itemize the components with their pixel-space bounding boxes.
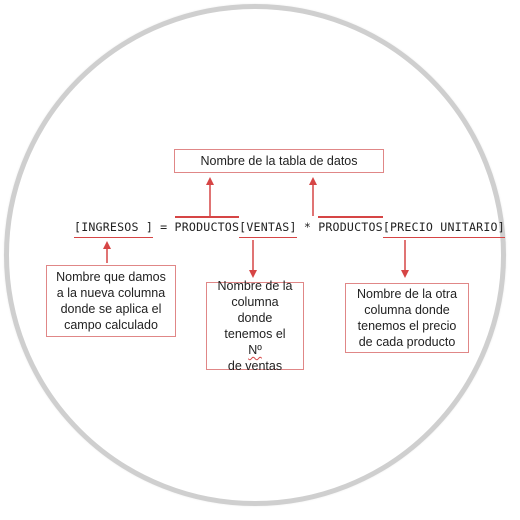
ventas-line-5: de ventas	[227, 359, 283, 373]
formula-bracket-close-2: ]	[289, 220, 297, 234]
ventas-line-4: tenemos el Nº	[217, 326, 292, 358]
formula-equals: =	[153, 220, 175, 234]
formula-ingresos: INGRESOS	[81, 220, 146, 234]
new-column-line-1: Nombre que damos	[56, 270, 166, 284]
formula-table-1: PRODUCTOS	[174, 220, 240, 234]
ventas-line-1: Nombre de la	[217, 279, 293, 293]
precio-line-2: columna donde	[364, 303, 450, 317]
precio-column-box: Nombre de la otra columna donde tenemos …	[345, 283, 469, 353]
formula-ventas-column: [VENTAS]	[239, 220, 296, 234]
formula-multiply: *	[296, 220, 319, 234]
formula-precio-column: [PRECIO UNITARIO]	[383, 220, 505, 234]
formula-bracket-open-3: [	[382, 220, 390, 234]
formula-bracket-open-2: [	[239, 220, 247, 234]
new-column-line-2: a la nueva columna	[56, 286, 166, 300]
new-column-line-4: campo calculado	[64, 318, 158, 332]
circular-frame	[4, 4, 506, 506]
formula-table-2: PRODUCTOS	[318, 220, 383, 234]
precio-line-4: de cada producto	[358, 335, 456, 349]
new-column-box: Nombre que damos a la nueva columna dond…	[46, 265, 176, 337]
dax-formula: [INGRESOS ] = PRODUCTOS[VENTAS] * PRODUC…	[74, 220, 505, 234]
ventas-column-box: Nombre de la columna donde tenemos el Nº…	[206, 279, 304, 373]
formula-precio: PRECIO UNITARIO	[390, 220, 498, 234]
formula-new-column: [INGRESOS ]	[74, 220, 153, 234]
precio-line-1: Nombre de la otra	[356, 287, 458, 301]
table-name-box: Nombre de la tabla de datos	[174, 149, 384, 173]
numero-symbol: Nº	[248, 343, 262, 357]
formula-bracket-open: [	[74, 220, 82, 234]
ventas-line-3: donde	[237, 311, 273, 325]
formula-bracket-close: ]	[145, 220, 153, 234]
table-name-label: Nombre de la tabla de datos	[200, 154, 358, 168]
ventas-line-4-text: tenemos el	[224, 327, 286, 341]
ventas-line-2: columna	[231, 295, 279, 309]
new-column-line-3: donde se aplica el	[60, 302, 162, 316]
formula-bracket-close-3: ]	[497, 220, 505, 234]
formula-ventas: VENTAS	[246, 220, 290, 234]
precio-line-3: tenemos el precio	[357, 319, 457, 333]
